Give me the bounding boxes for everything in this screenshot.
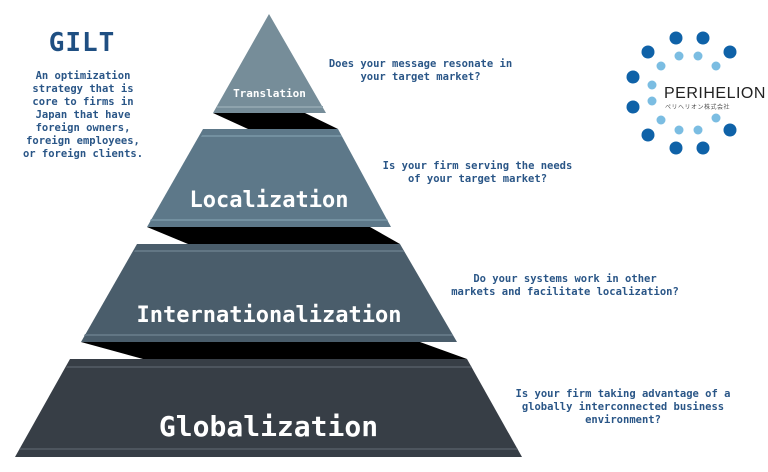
diagram-title: GILT bbox=[48, 28, 116, 58]
description-line: foreign employees, bbox=[26, 135, 140, 147]
question-line: of your target market? bbox=[407, 173, 548, 185]
question-line: environment? bbox=[585, 414, 661, 426]
tier-label-translation: Translation bbox=[233, 87, 306, 100]
question-line: your target market? bbox=[360, 71, 481, 83]
description-line: Japan that have bbox=[35, 109, 131, 121]
tier-globalization-shape bbox=[15, 359, 522, 457]
connector-3 bbox=[81, 342, 467, 359]
logo-name: PERIHELION bbox=[664, 85, 766, 102]
question-line: markets and facilitate localization? bbox=[451, 286, 679, 298]
question-line: Is your firm taking advantage of a bbox=[515, 388, 731, 400]
question-line: globally interconnected business bbox=[521, 401, 725, 413]
perihelion-logo-icon bbox=[626, 31, 737, 155]
question-globalization: Is your firm taking advantage of a globa… bbox=[508, 388, 738, 427]
description-line: foreign owners, bbox=[35, 122, 131, 134]
diagram-description: An optimization strategy that is core to… bbox=[8, 70, 158, 161]
description-line: or foreign clients. bbox=[22, 148, 144, 160]
description-line: strategy that is bbox=[32, 83, 134, 95]
question-line: Does your message resonate in bbox=[328, 58, 513, 70]
logo-subtitle: ペリヘリオン株式会社 bbox=[665, 104, 731, 111]
question-line: Is your firm serving the needs bbox=[382, 160, 573, 172]
tier-label-localization: Localization bbox=[189, 188, 349, 213]
tier-internationalization-shape bbox=[81, 244, 457, 342]
question-localization: Is your firm serving the needs of your t… bbox=[370, 160, 585, 186]
question-line: Do your systems work in other bbox=[473, 273, 657, 285]
tier-label-internationalization: Internationalization bbox=[136, 303, 402, 328]
description-line: An optimization bbox=[35, 70, 131, 82]
tier-translation-shape bbox=[213, 14, 326, 113]
connector-2 bbox=[147, 227, 400, 244]
question-internationalization: Do your systems work in other markets an… bbox=[440, 273, 690, 299]
question-translation: Does your message resonate in your targe… bbox=[318, 58, 523, 84]
description-line: core to firms in bbox=[32, 96, 134, 108]
tier-localization-shape bbox=[147, 129, 391, 227]
tier-label-globalization: Globalization bbox=[158, 410, 379, 443]
connector-1 bbox=[213, 113, 338, 129]
